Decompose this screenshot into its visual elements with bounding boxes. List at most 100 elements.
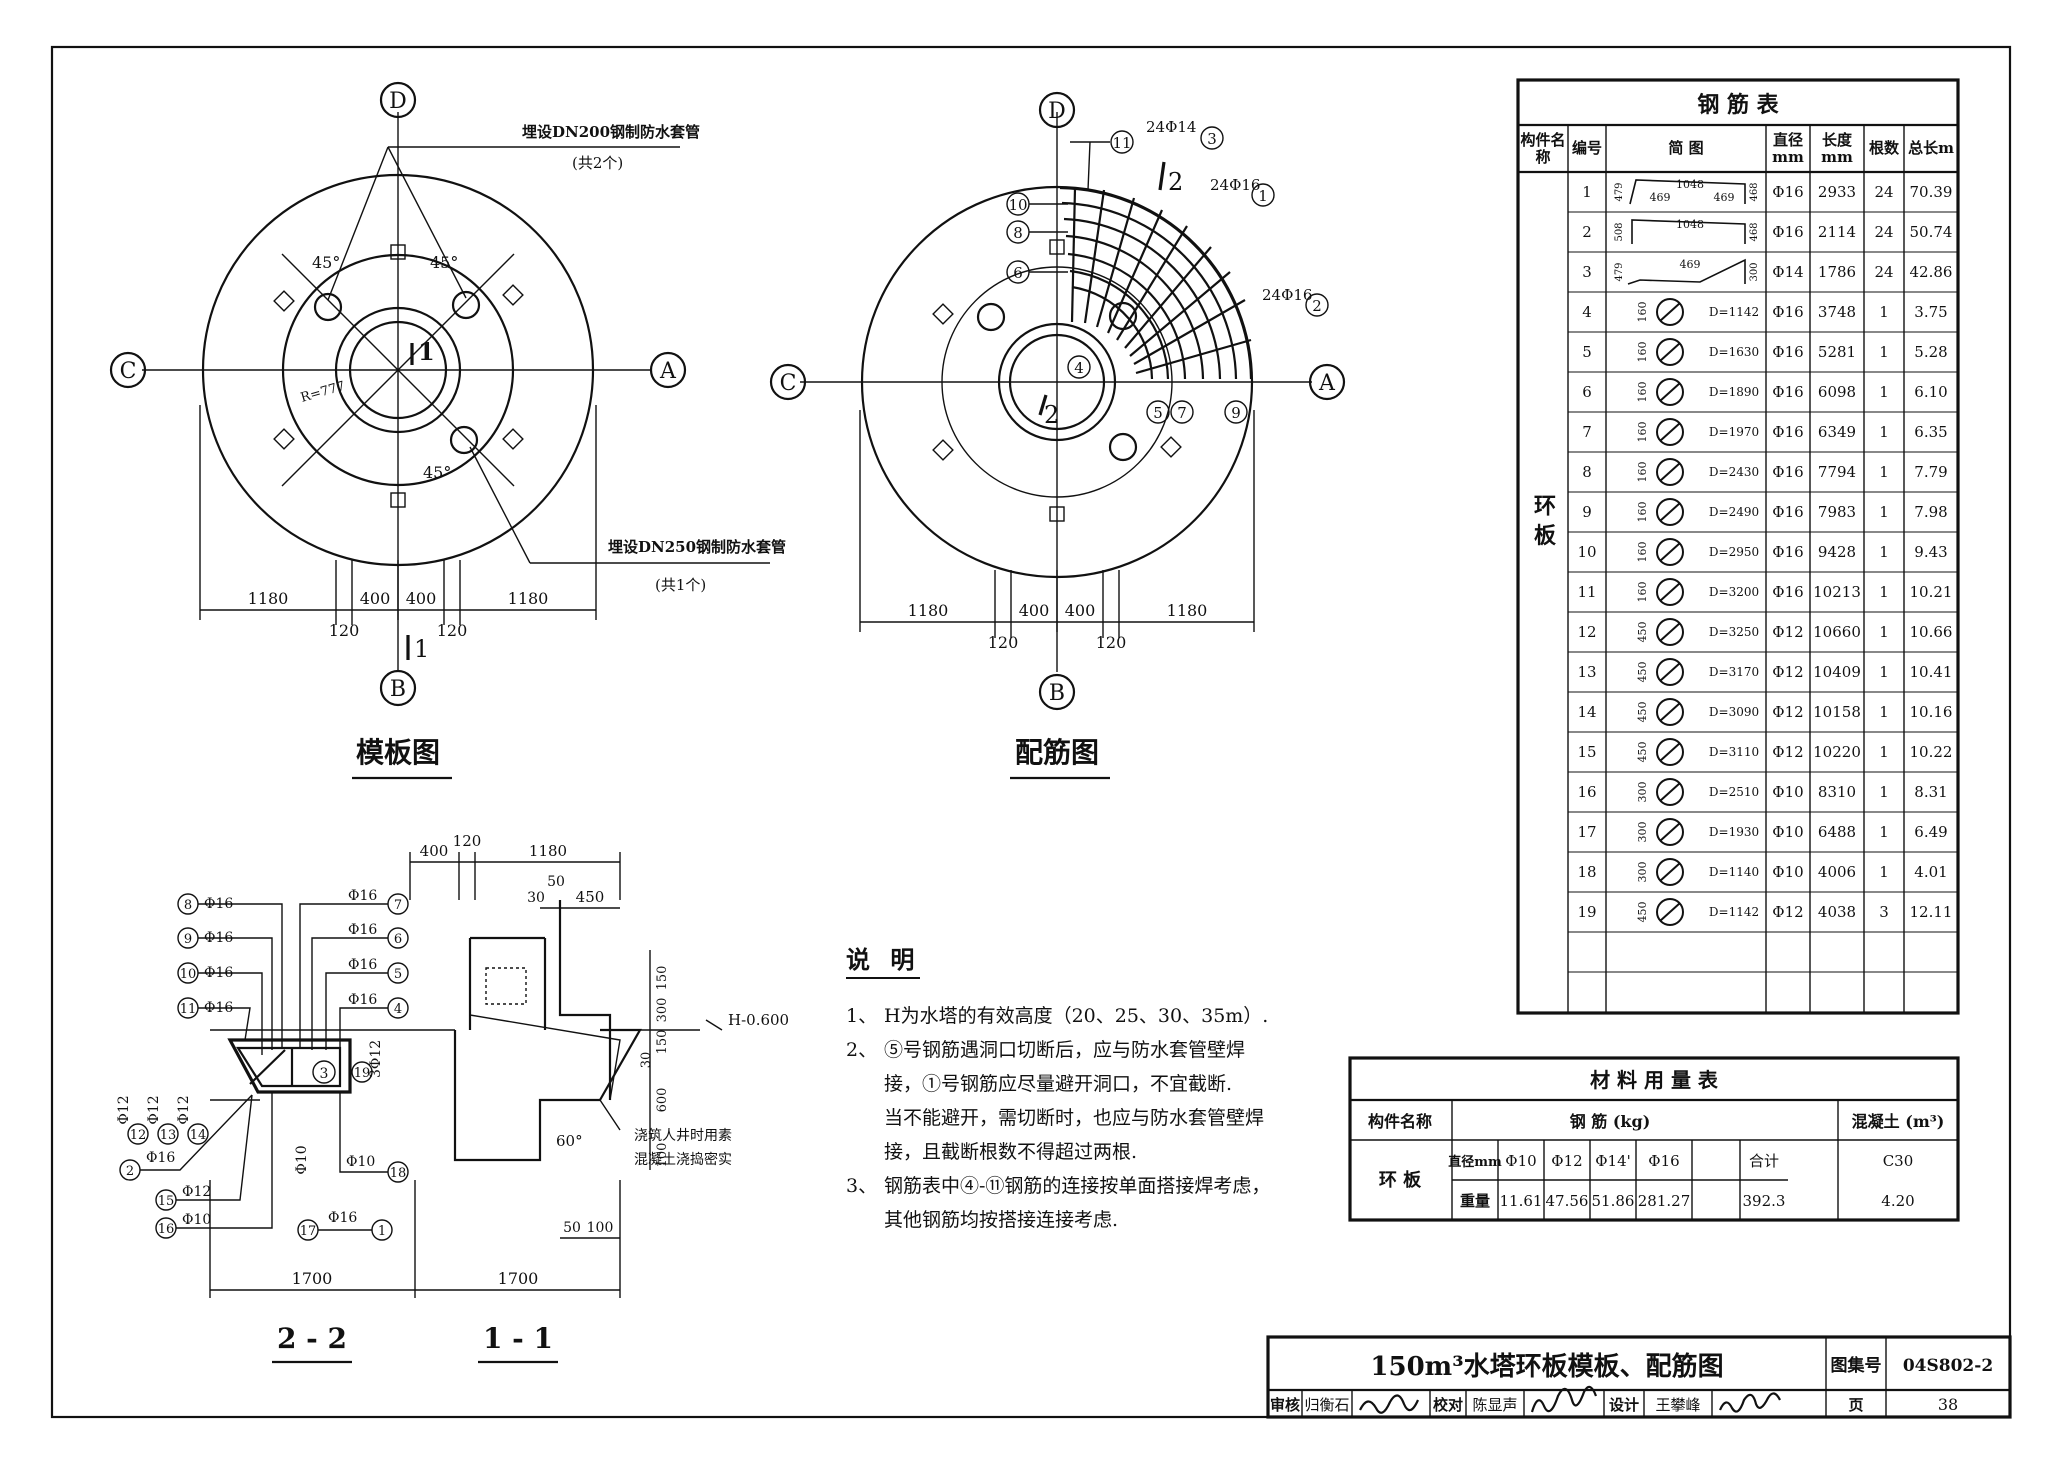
rebar-total: 70.39 <box>1910 183 1953 201</box>
rebar-no: 14 <box>1577 703 1596 721</box>
ring-lap-mark <box>1659 622 1681 642</box>
rebar-lap: 160 <box>1636 502 1649 523</box>
atlas-number: 04S802-2 <box>1903 1356 1993 1376</box>
material-dia: Φ10 <box>1505 1152 1536 1170</box>
sheet-border <box>50 45 2012 1419</box>
dim-label: 50 <box>563 1220 581 1236</box>
rebar-total: 7.79 <box>1914 463 1947 481</box>
svg-text:Φ16: Φ16 <box>348 922 377 938</box>
rebar-length: 10409 <box>1813 663 1861 681</box>
svg-text:9: 9 <box>1231 404 1241 422</box>
section-bubble: 2 <box>126 1164 134 1179</box>
rebar-bubble-10: 10 <box>1006 192 1030 216</box>
dim-label: 120 <box>453 832 482 850</box>
note-line: H为水塔的有效高度（20、25、30、35m）. <box>884 1005 1269 1027</box>
svg-text:C: C <box>120 359 137 384</box>
rebar-no: 7 <box>1582 423 1592 441</box>
axis-a-bubble: A <box>1308 363 1346 401</box>
notes-heading: 说 明 <box>846 940 921 979</box>
ring-lap-mark <box>1659 582 1681 602</box>
drawing-title: 150m³水塔环板模板、配筋图 <box>1370 1351 1723 1382</box>
rebar-diameter: Φ16 <box>1772 543 1803 561</box>
svg-text:C: C <box>780 371 797 396</box>
check-label: 校对 <box>1433 1396 1463 1414</box>
radius-label: R=777 <box>299 379 347 406</box>
section-bubble: 12 <box>130 1128 147 1143</box>
rebar-total: 8.31 <box>1914 783 1947 801</box>
rebar-lap: 160 <box>1636 382 1649 403</box>
dim-label: 1180 <box>529 842 567 860</box>
note-line: ⑤号钢筋遇洞口切断后，应与防水套管壁焊 <box>884 1039 1246 1061</box>
ring-lap-mark <box>1659 862 1681 882</box>
rebar-total: 7.98 <box>1914 503 1947 521</box>
page-number: 38 <box>1938 1395 1958 1414</box>
svg-text:3: 3 <box>1207 130 1217 148</box>
rebar-total: 6.49 <box>1914 823 1947 841</box>
dim-label: 450 <box>576 888 605 906</box>
dim-label: 120 <box>437 621 468 640</box>
rebar-diameter: Φ10 <box>1772 863 1803 881</box>
ring-lap-mark <box>1659 342 1681 362</box>
rebar-callout: 24Φ16 <box>1210 176 1260 194</box>
svg-text:A: A <box>659 359 677 384</box>
rebar-count: 24 <box>1874 223 1893 241</box>
rebar-ring-diameter: D=3200 <box>1709 585 1759 599</box>
material-header: 重量 <box>1460 1192 1490 1210</box>
section-bubble: 3 <box>320 1066 329 1082</box>
axis-a-bubble: A <box>649 351 687 389</box>
rebar-no: 19 <box>1577 903 1596 921</box>
rebar-count: 1 <box>1879 743 1889 761</box>
material-concrete-grade: C30 <box>1883 1152 1914 1170</box>
rebar-lap: 450 <box>1636 742 1649 763</box>
rebar-callout: 24Φ16 <box>1262 286 1312 304</box>
rebar-ring-diameter: D=2510 <box>1709 785 1759 799</box>
ring-lap-mark <box>1659 742 1681 762</box>
rebar-length: 2114 <box>1818 223 1856 241</box>
rebar-lap: 450 <box>1636 702 1649 723</box>
rebar-bubble-7: 7 <box>1170 400 1194 424</box>
rebar-ring-diameter: D=1142 <box>1709 305 1759 319</box>
section-bubble: 14 <box>190 1128 207 1143</box>
dim-label: 120 <box>1096 633 1127 652</box>
rebar-lap: 450 <box>1636 662 1649 683</box>
rebar-total: 6.10 <box>1914 383 1947 401</box>
rebar-callout: 24Φ14 <box>1146 118 1196 136</box>
ring-lap-mark <box>1659 902 1681 922</box>
rebar-shape-dim: 468 <box>1749 222 1760 241</box>
ring-shape-icon <box>1656 578 1684 606</box>
dim-label: 30 <box>639 1052 654 1069</box>
rebar-bubble-1: 1 <box>1251 183 1275 207</box>
reviewer-signature <box>1359 1394 1420 1414</box>
material-header: 混凝土 (m³) <box>1852 1112 1945 1131</box>
rebar-count: 24 <box>1874 183 1893 201</box>
rebar-diameter: Φ14 <box>1772 263 1803 281</box>
rebar-lap: 160 <box>1636 302 1649 323</box>
rebar-section-mark: 2 <box>1044 401 1059 429</box>
rebar-length: 7794 <box>1818 463 1856 481</box>
rebar-no: 8 <box>1582 463 1592 481</box>
rebar-total: 10.16 <box>1910 703 1953 721</box>
rebar-ring-diameter: D=1142 <box>1709 905 1759 919</box>
ring-lap-mark <box>1659 382 1681 402</box>
section-bubble: 1 <box>378 1224 386 1239</box>
section-label: 3Φ12 <box>368 1040 384 1078</box>
rebar-length: 4038 <box>1818 903 1856 921</box>
rebar-length: 10660 <box>1813 623 1861 641</box>
rebar-no: 13 <box>1577 663 1596 681</box>
rebar-bubble-9: 9 <box>1224 400 1248 424</box>
ring-shape-icon <box>1656 898 1684 926</box>
rebar-no: 17 <box>1577 823 1596 841</box>
plan-section-mark: 1 <box>418 337 435 366</box>
rebar-count: 1 <box>1879 503 1889 521</box>
bar-shape-icon <box>1627 258 1746 285</box>
svg-text:Φ16: Φ16 <box>348 957 377 973</box>
svg-text:6: 6 <box>1013 264 1023 282</box>
rebar-header: 构件名称 <box>1520 131 1566 166</box>
plan-section-mark: 1 <box>414 635 429 663</box>
ring-lap-mark <box>1659 422 1681 442</box>
rebar-ring-diameter: D=1970 <box>1709 425 1759 439</box>
rebar-no: 2 <box>1582 223 1592 241</box>
note-item: 2、⑤号钢筋遇洞口切断后，应与防水套管壁焊接，①号钢筋应尽量避开洞口，不宜截断.… <box>846 1033 1270 1169</box>
